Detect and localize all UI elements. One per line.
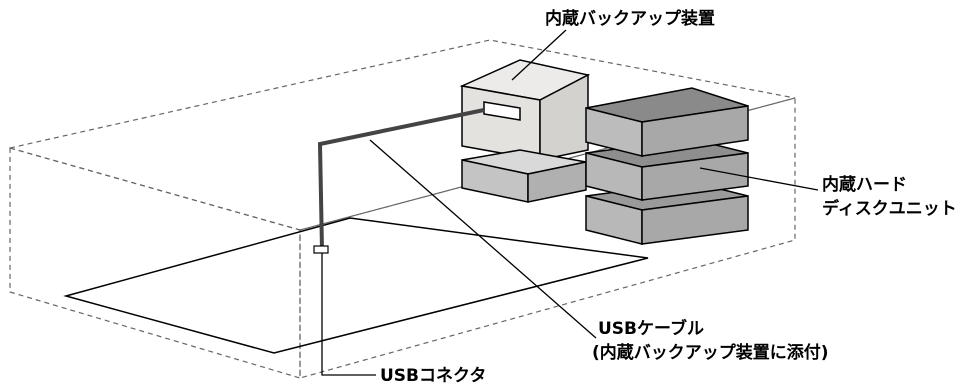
- chassis-outline: [9, 39, 796, 379]
- usb-connector-shape: [313, 245, 329, 254]
- label-hdd-line1: 内蔵ハード: [822, 174, 907, 195]
- leader-usb-cable: [369, 139, 597, 339]
- hdd3-right: [641, 195, 749, 245]
- chassis-front-face: [9, 147, 301, 379]
- hdd2-right: [641, 152, 749, 201]
- usb-cable: [317, 108, 485, 251]
- hdd-drive-3: [585, 181, 749, 245]
- chassis-right-face: [299, 97, 796, 379]
- motherboard-plate: [63, 217, 649, 354]
- hdd1-right: [641, 105, 749, 157]
- label-usb-cable-line1: USBケーブル: [598, 318, 704, 339]
- leader-lines: [321, 29, 819, 376]
- label-usb-cable-line2: (内蔵バックアップ装置に添付): [592, 342, 829, 363]
- backup-device-right: [539, 73, 589, 161]
- base-right: [527, 161, 587, 203]
- label-usb-connector: USBコネクタ: [380, 366, 486, 386]
- hdd-drive-1: [585, 87, 749, 157]
- label-backup-device: 内蔵バックアップ装置: [545, 8, 715, 29]
- backup-device: [459, 59, 591, 161]
- backup-device-base: [461, 149, 587, 203]
- leader-usb-connector: [321, 253, 376, 376]
- leader-hdd: [699, 167, 819, 191]
- label-hdd-line2: ディスクユニット: [822, 198, 957, 219]
- hdd-stack: [585, 87, 749, 245]
- leader-backup-device: [511, 29, 567, 81]
